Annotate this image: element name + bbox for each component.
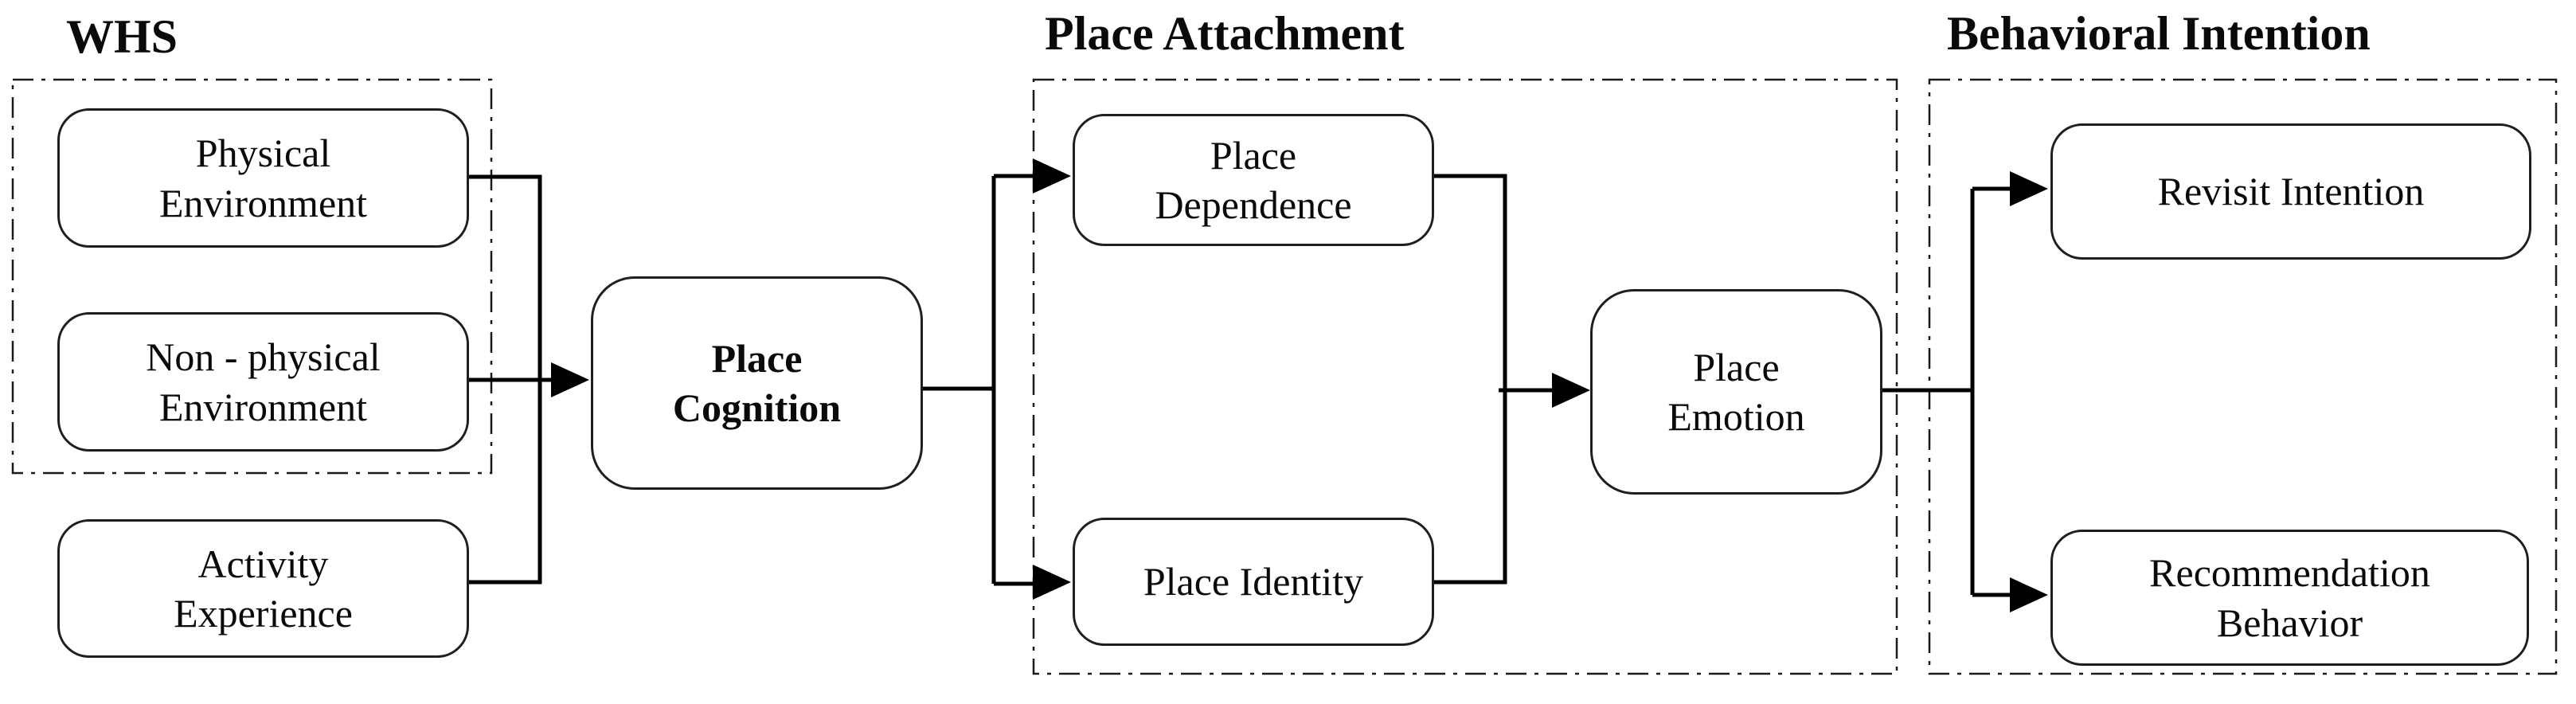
- node-activity-experience-label: Activity Experience: [174, 541, 353, 636]
- whs-group-title: WHS: [66, 10, 178, 63]
- node-place-dependence: Place Dependence: [1073, 114, 1434, 246]
- node-revisit-intention-label: Revisit Intention: [2157, 169, 2425, 214]
- node-place-emotion-label: Place Emotion: [1667, 344, 1805, 440]
- connector-cognition-split: [918, 174, 1034, 586]
- place-attachment-group-border: [1032, 78, 1898, 675]
- node-physical-environment: Physical Environment: [57, 108, 469, 248]
- node-recommendation-behavior: Recommendation Behavior: [2050, 530, 2529, 666]
- node-place-identity-label: Place Identity: [1143, 559, 1364, 604]
- place-attachment-group-title: Place Attachment: [1045, 7, 1405, 60]
- arrowhead-place-dependence: [1033, 158, 1071, 194]
- node-recommendation-behavior-label: Recommendation Behavior: [2149, 550, 2430, 645]
- node-place-cognition-label: Place Cognition: [672, 335, 842, 431]
- connector-attachment-merge: [1429, 174, 1554, 585]
- node-non-physical-environment-label: Non - physical Environment: [146, 334, 381, 429]
- whs-group-border: [11, 78, 493, 475]
- node-place-dependence-label: Place Dependence: [1155, 132, 1352, 228]
- connector-emotion-split: [1878, 186, 2011, 597]
- node-place-cognition: Place Cognition: [591, 276, 923, 490]
- node-physical-environment-label: Physical Environment: [158, 131, 368, 225]
- behavioral-intention-group-border: [1928, 78, 2558, 675]
- arrowhead-place-emotion: [1552, 373, 1590, 408]
- arrowhead-place-identity: [1033, 565, 1071, 600]
- node-revisit-intention: Revisit Intention: [2050, 123, 2531, 260]
- arrowhead-recommendation-behavior: [2010, 577, 2048, 612]
- arrowhead-revisit-intention: [2010, 171, 2048, 206]
- node-activity-experience: Activity Experience: [57, 519, 469, 658]
- arrowhead-place-cognition: [551, 362, 589, 397]
- node-non-physical-environment: Non - physical Environment: [57, 312, 469, 452]
- node-place-emotion: Place Emotion: [1590, 289, 1882, 495]
- node-place-identity: Place Identity: [1073, 518, 1434, 646]
- behavioral-intention-group-title: Behavioral Intention: [1947, 7, 2371, 60]
